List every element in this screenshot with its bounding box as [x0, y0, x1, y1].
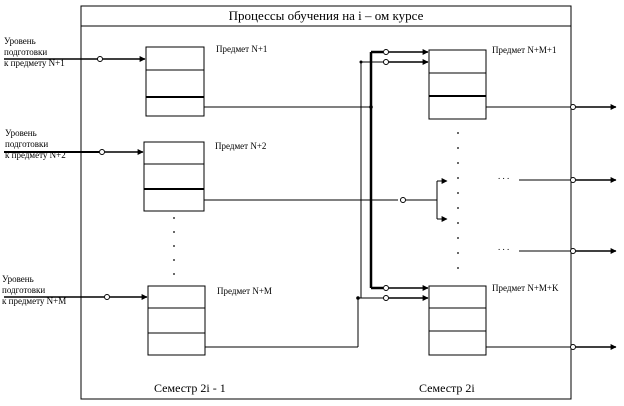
subject-label-n2: Предмет N+2 [215, 141, 267, 151]
vertical-dots-right [457, 132, 459, 269]
diagram-title: Процессы обучения на i – ом курсе [228, 8, 424, 23]
semester-label-left: Семестр 2i - 1 [154, 381, 226, 395]
ellipsis-lower: . . . [498, 242, 510, 252]
connection-lines [204, 49, 448, 348]
ellipsis-upper: . . . [498, 171, 510, 181]
subject-block-nm [147, 285, 206, 356]
input-arrows [4, 56, 148, 300]
input-label-n2: Уровень подготовки к предмету N+2 [5, 128, 66, 160]
subject-block-nm1 [428, 49, 487, 120]
subject-block-nmk [428, 285, 487, 356]
semester-label-right: Семестр 2i [419, 381, 475, 395]
subject-block-n2 [143, 141, 205, 212]
vertical-dots-left [173, 217, 175, 275]
subject-block-n1 [145, 46, 205, 117]
subject-label-nm1: Предмет N+M+1 [492, 45, 557, 55]
subject-label-nm: Предмет N+M [217, 286, 272, 296]
input-label-n1: Уровень подготовки к предмету N+1 [4, 36, 65, 68]
subject-label-nmk: Предмет N+M+K [492, 283, 559, 293]
junction-dots [356, 60, 373, 300]
output-arrows [486, 104, 617, 350]
subject-label-n1: Предмет N+1 [216, 44, 268, 54]
input-label-nm: Уровень подготовки к предмету N+M [2, 274, 67, 306]
outer-frame [80, 5, 572, 400]
